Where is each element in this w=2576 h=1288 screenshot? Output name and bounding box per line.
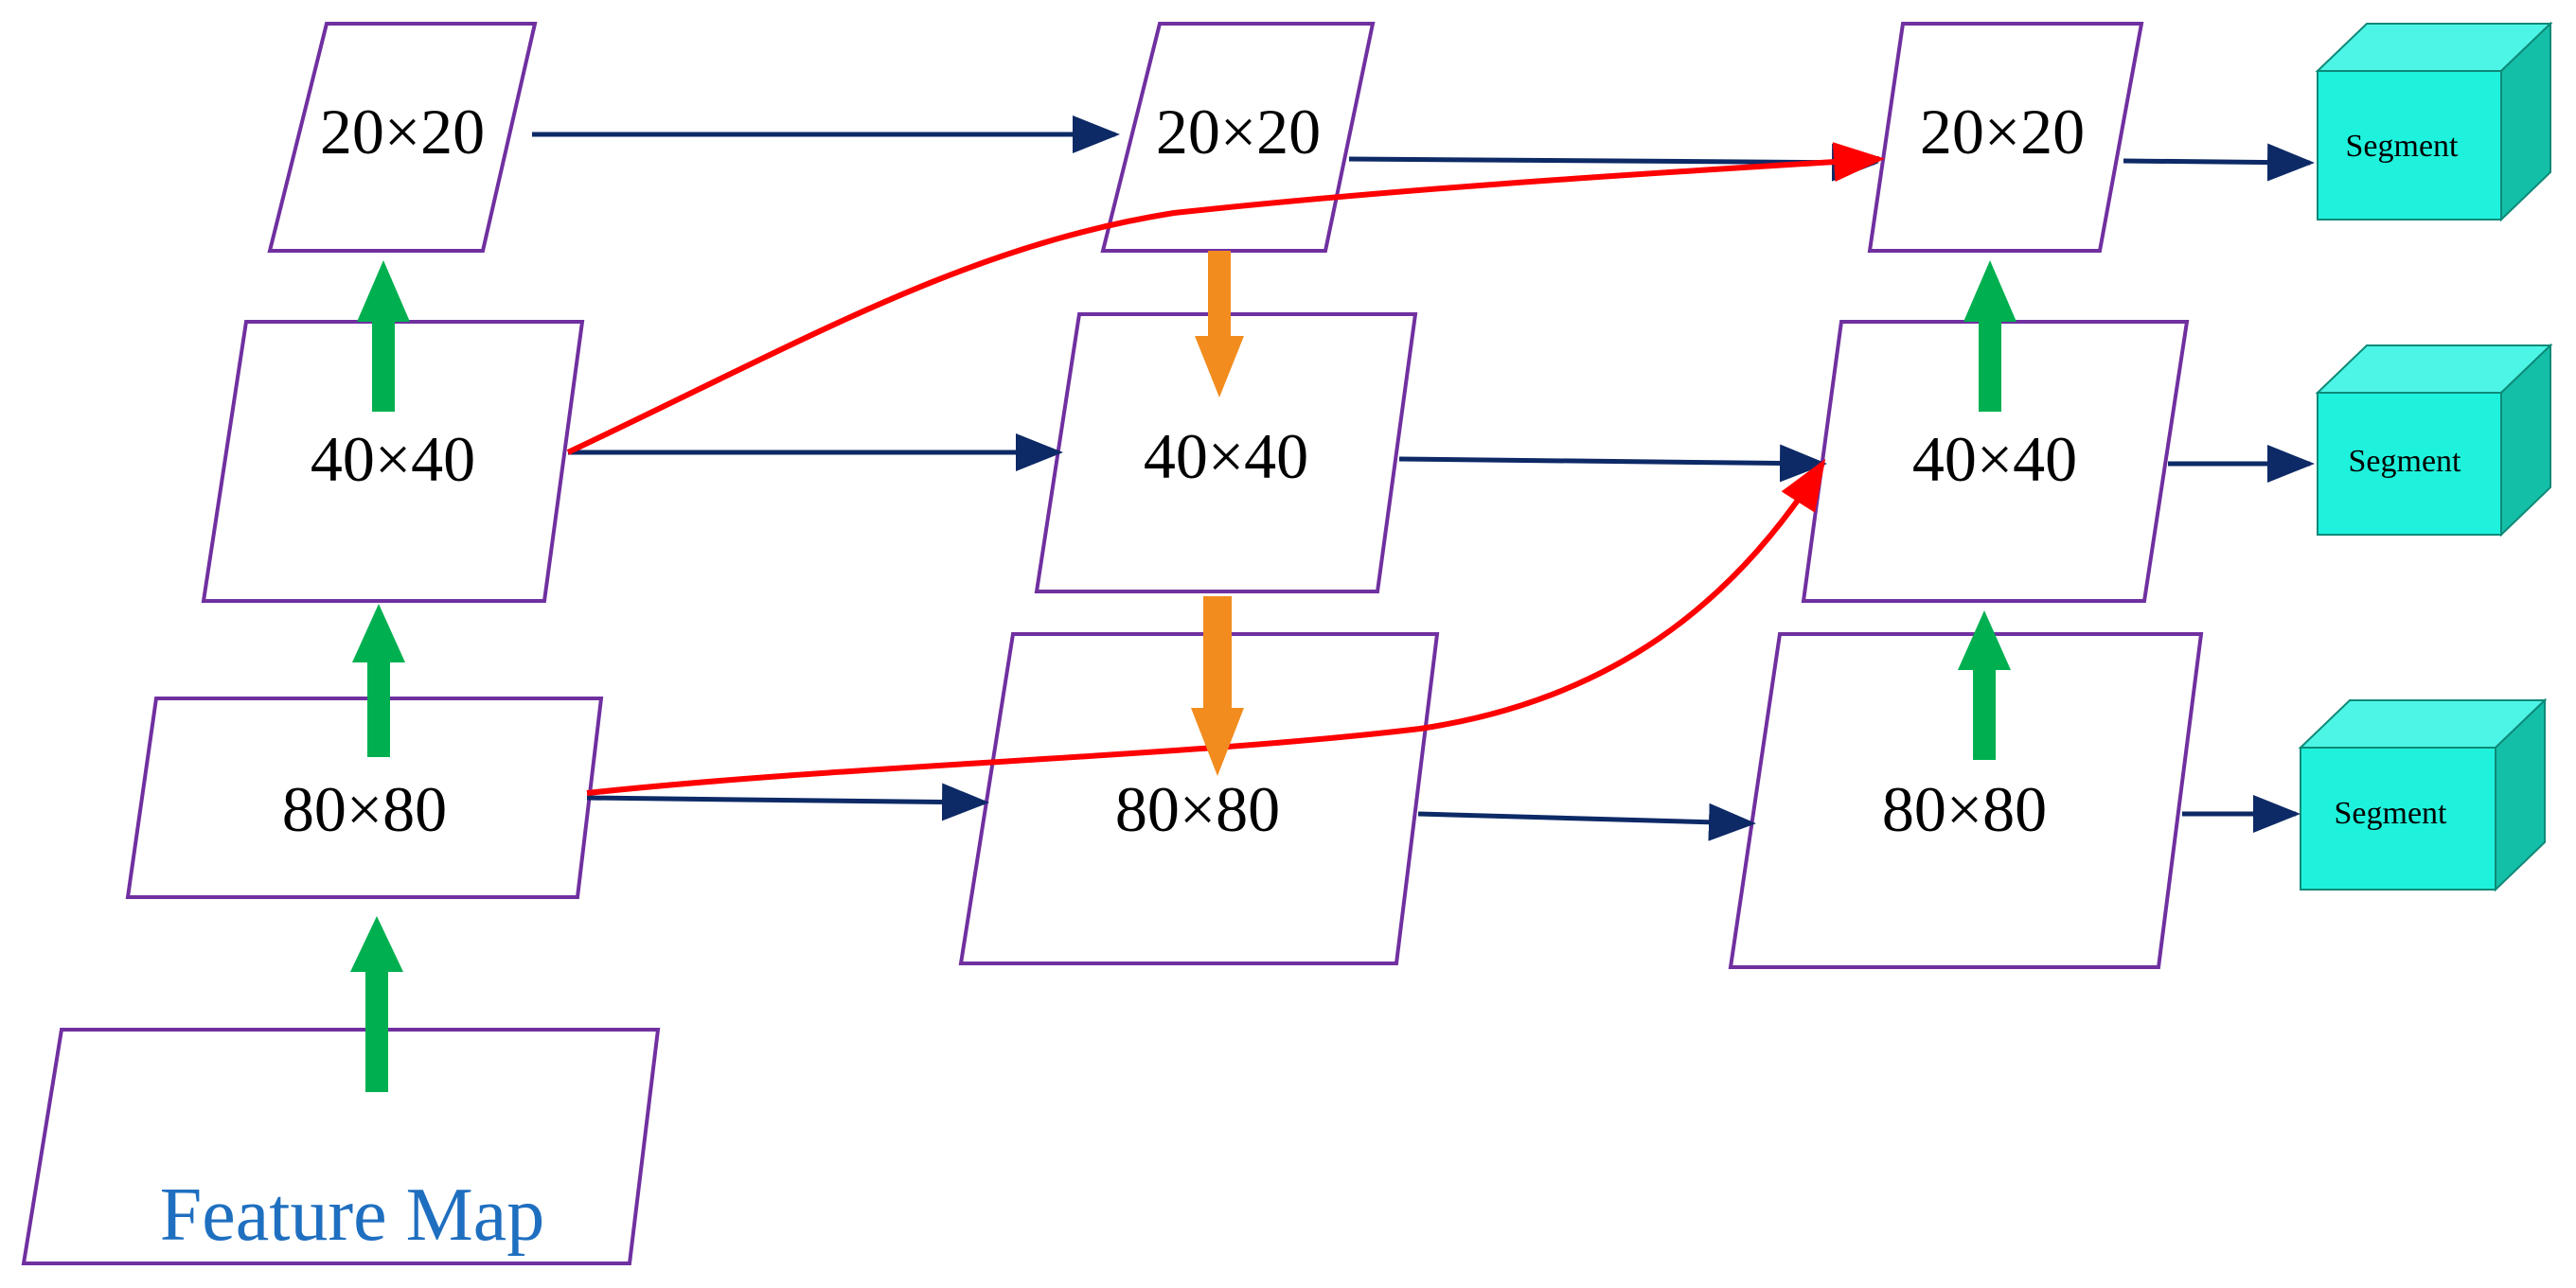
node-c1-40-label: 40×40 [311,423,475,495]
feature-map-label: Feature Map [160,1173,545,1257]
segment-80-label: Segment [2335,796,2448,831]
segment-cube-80: Segment [2298,697,2548,892]
node-c1-80-label: 80×80 [282,773,447,845]
bottomup-arrow-c3-40-to-c3-20 [1963,260,2016,412]
arrow-c2-40-to-c3-40 [1398,444,1827,483]
node-c2-80: 80×80 [958,632,1440,965]
skip-arrow-c1-80-to-c3-40 [586,458,1826,796]
arrow-c3-20-to-segment [2123,143,2315,182]
segment-20-label: Segment [2346,129,2460,164]
upsample-arrow-c2-40-to-c2-80 [1191,596,1244,776]
node-feature-map: Feature Map [21,1028,661,1265]
bottomup-arrow-c1-40-to-c1-20 [357,260,410,412]
segment-cube-20: Segment [2315,21,2553,222]
node-c2-40-label: 40×40 [1144,420,1308,492]
node-c3-80: 80×80 [1728,632,2204,969]
node-c3-40-label: 40×40 [1912,423,2077,495]
node-c3-20: 20×20 [1867,22,2144,253]
node-c1-40: 40×40 [201,320,585,603]
bottomup-arrow-c3-80-to-c3-40 [1958,610,2011,760]
segment-40-label: Segment [2349,444,2462,479]
bottomup-arrow-c1-80-to-c1-40 [352,604,405,757]
node-c1-80: 80×80 [125,697,604,899]
skip-arrow-c1-40-to-c3-20 [566,142,1885,455]
arrow-c1-80-to-c2-80 [586,783,989,821]
upsample-arrow-c2-20-to-c2-40 [1195,251,1244,397]
arrow-c2-80-to-c3-80 [1417,803,1756,841]
node-c2-20-label: 20×20 [1156,96,1321,168]
node-c2-40: 40×40 [1034,312,1418,593]
node-c1-20: 20×20 [267,22,538,253]
node-c3-40: 40×40 [1801,320,2190,603]
node-c3-20-label: 20×20 [1920,96,2085,168]
node-c3-80-label: 80×80 [1882,773,2047,845]
node-c1-20-label: 20×20 [320,96,485,168]
node-c2-80-label: 80×80 [1115,773,1280,845]
bottomup-arrow-featuremap-to-c1-80 [350,916,403,1092]
node-c2-20: 20×20 [1100,22,1376,253]
segment-cube-40: Segment [2315,343,2553,538]
